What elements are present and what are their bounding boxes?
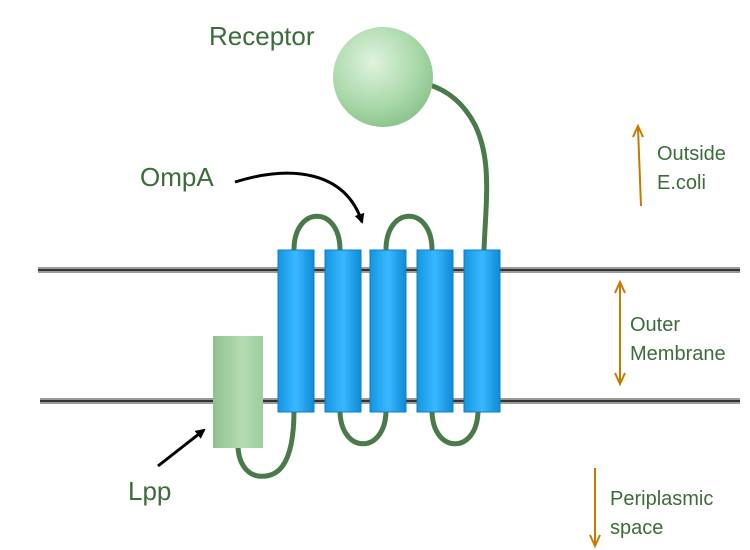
- ompa-chain: [235, 82, 490, 479]
- lpp-block: [213, 336, 263, 448]
- barrel-strand: [416, 249, 454, 413]
- membrane-double-arrow: [614, 279, 626, 387]
- barrel-strand: [324, 249, 362, 413]
- ompa-barrel: [277, 249, 501, 413]
- membrane-label-line1: Outer: [630, 314, 680, 336]
- barrel-strand: [463, 249, 501, 413]
- barrel-strand: [369, 249, 407, 413]
- barrel-strand: [277, 249, 315, 413]
- receptor-label: Receptor: [209, 21, 315, 51]
- ompa-pointer-arrow: [234, 171, 365, 224]
- lpp-pointer-arrow: [157, 428, 206, 468]
- outside-label-line2: E.coli: [657, 172, 706, 194]
- periplasm-label-line1: Periplasmic: [610, 488, 713, 510]
- ompa-label: OmpA: [140, 162, 214, 192]
- periplasm-arrow: [589, 468, 601, 549]
- receptor-ball: [333, 27, 433, 127]
- outside-arrow: [632, 123, 644, 207]
- outside-label-line1: Outside: [657, 143, 726, 165]
- lpp-label: Lpp: [128, 476, 171, 506]
- periplasm-label-line2: space: [610, 517, 663, 539]
- membrane-label-line2: Membrane: [630, 343, 726, 365]
